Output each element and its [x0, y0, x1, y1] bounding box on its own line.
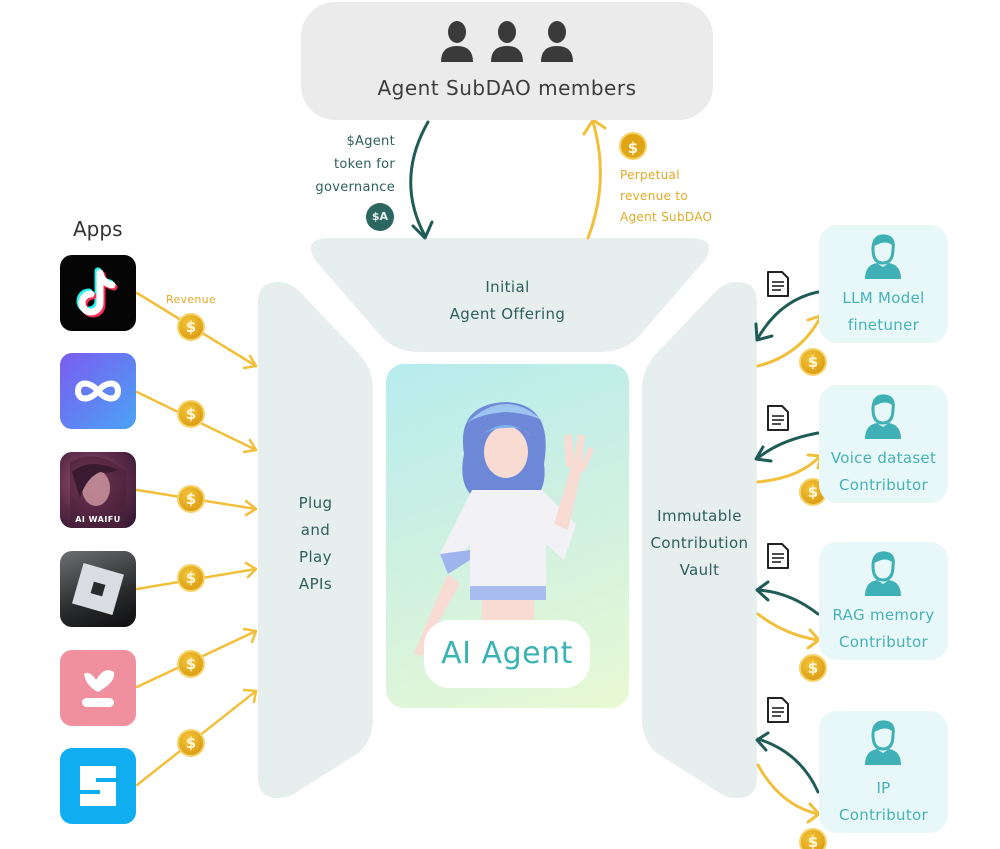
vault-line: Contribution: [650, 534, 749, 552]
ito-line: Agent Offering: [449, 305, 566, 323]
apps-title: Apps: [73, 217, 123, 241]
person-icon: [491, 21, 523, 62]
sandbox-icon[interactable]: [60, 748, 136, 824]
contributor-label: RAG memory Contributor: [819, 602, 948, 656]
subdao-revenue-line: Agent SubDAO: [620, 210, 713, 224]
contributor-line: IP: [876, 779, 891, 797]
person-icon: [865, 720, 901, 765]
governance-note: $Agent token for governance: [300, 130, 395, 199]
plug-play-line: and: [300, 521, 331, 539]
pink-app-glyph: [82, 670, 115, 707]
ai-agent-card[interactable]: AI Agent: [386, 364, 629, 708]
person-icon: [865, 394, 901, 439]
tiktok-glyph: [76, 267, 118, 318]
immutable-contribution-vault: Immutable Contribution Vault: [642, 503, 757, 584]
vault-line: Immutable: [657, 507, 742, 525]
svg-text:$: $: [186, 734, 196, 752]
person-icon: [541, 21, 573, 62]
governance-line: $Agent: [346, 134, 395, 149]
svg-text:$: $: [808, 483, 818, 501]
svg-text:$: $: [186, 318, 196, 336]
contributor-llm-finetuner[interactable]: LLM Model finetuner: [819, 225, 948, 343]
svg-text:$: $: [186, 490, 196, 508]
tiktok-icon[interactable]: [60, 255, 136, 331]
subdao-revenue-line: revenue to: [620, 189, 688, 203]
subdao-box: Agent SubDAO members: [301, 2, 713, 120]
coin-icon: $: [619, 132, 647, 160]
initial-agent-offering: Initial Agent Offering: [300, 274, 715, 328]
subdao-title: Agent SubDAO members: [377, 76, 637, 100]
plug-play-line: Play: [299, 548, 332, 566]
contributor-label: LLM Model finetuner: [819, 285, 948, 339]
governance-line: token for: [333, 157, 395, 172]
contributor-line: Contributor: [839, 633, 928, 651]
contributor-ip[interactable]: IP Contributor: [819, 711, 948, 833]
plug-play-line: APIs: [298, 575, 333, 593]
revenue-label: Revenue: [166, 293, 217, 306]
pink-app-icon[interactable]: [60, 650, 136, 726]
infinity-glyph: [74, 380, 122, 402]
app-coins: [177, 313, 205, 757]
plug-and-play-apis: Plug and Play APIs: [258, 490, 373, 598]
subdao-revenue-line: Perpetual: [620, 168, 680, 182]
infinity-icon[interactable]: [60, 353, 136, 429]
ai-agent-label: AI Agent: [424, 620, 590, 688]
agent-token-badge: $A: [366, 203, 394, 231]
svg-text:$: $: [186, 655, 196, 673]
plug-play-line: Plug: [298, 494, 333, 512]
contributor-line: Voice dataset: [830, 449, 937, 467]
svg-text:$: $: [186, 569, 196, 587]
contributor-rag-memory[interactable]: RAG memory Contributor: [819, 542, 948, 660]
roblox-glyph: [72, 563, 124, 615]
contributor-label: Voice dataset Contributor: [819, 445, 948, 499]
svg-text:$: $: [808, 659, 818, 677]
contributor-label: IP Contributor: [819, 775, 948, 829]
contributor-line: LLM Model: [842, 289, 925, 307]
governance-line: governance: [315, 180, 395, 195]
person-icon: [865, 551, 901, 596]
svg-text:$: $: [186, 405, 196, 423]
person-icon: [441, 21, 473, 62]
ai-waifu-label: AI WAIFU: [75, 515, 121, 524]
contributor-line: Contributor: [839, 476, 928, 494]
waifu-portrait: [70, 456, 126, 528]
ai-waifu-icon[interactable]: AI WAIFU: [60, 452, 136, 528]
contributor-line: finetuner: [847, 316, 920, 334]
ito-line: Initial: [485, 278, 530, 296]
contributor-voice-dataset[interactable]: Voice dataset Contributor: [819, 385, 948, 503]
svg-text:$: $: [808, 353, 818, 371]
roblox-icon[interactable]: [60, 551, 136, 627]
contributor-line: Contributor: [839, 806, 928, 824]
anime-character-illustration: [414, 402, 594, 664]
sandbox-glyph: [80, 766, 116, 806]
subdao-member-icons: [301, 20, 713, 62]
vault-line: Vault: [679, 561, 720, 579]
contributor-line: RAG memory: [832, 606, 935, 624]
svg-text:$: $: [808, 833, 818, 849]
person-icon: [865, 234, 901, 279]
subdao-revenue-note: Perpetual revenue to Agent SubDAO: [620, 165, 730, 228]
